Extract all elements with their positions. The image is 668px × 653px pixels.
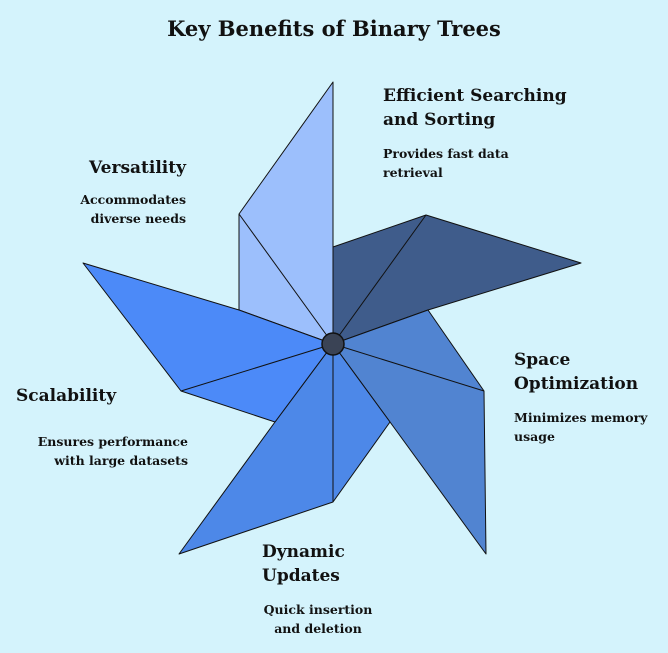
benefit-space: Space Optimization Minimizes memory usag… — [514, 348, 664, 446]
benefit-dynamic: Dynamic Updates Quick insertion and dele… — [262, 540, 382, 638]
benefit-scalability: Scalability Ensures performance with lar… — [16, 384, 188, 470]
blade-top-fold — [238, 213, 334, 345]
benefit-space-description: Minimizes memory usage — [514, 410, 648, 444]
diagram-title: Key Benefits of Binary Trees — [167, 16, 501, 41]
blade-upper-right-fold — [332, 214, 427, 345]
blade-lower-right-fold — [332, 343, 485, 392]
blade-left — [82, 262, 334, 423]
benefit-versatility-description: Accommodates diverse needs — [80, 192, 186, 226]
benefit-space-heading: Space Optimization — [514, 350, 639, 394]
benefit-dynamic-heading: Dynamic Updates — [262, 542, 345, 586]
blade-left-fold — [180, 343, 334, 392]
benefit-versatility: Versatility Accommodates diverse needs — [40, 156, 186, 228]
blade-top-light — [238, 81, 334, 345]
pinwheel-hub — [321, 332, 345, 356]
benefit-versatility-heading: Versatility — [89, 158, 186, 178]
benefit-dynamic-description: Quick insertion and deletion — [263, 602, 373, 636]
benefit-searching-description: Provides fast data retrieval — [383, 146, 509, 180]
benefit-searching: Efficient Searching and Sorting Provides… — [383, 84, 583, 182]
benefit-searching-heading: Efficient Searching and Sorting — [383, 86, 567, 130]
blade-upper-right-dark — [332, 214, 582, 345]
benefit-scalability-heading: Scalability — [16, 386, 117, 406]
benefit-scalability-description: Ensures performance with large datasets — [37, 434, 188, 468]
